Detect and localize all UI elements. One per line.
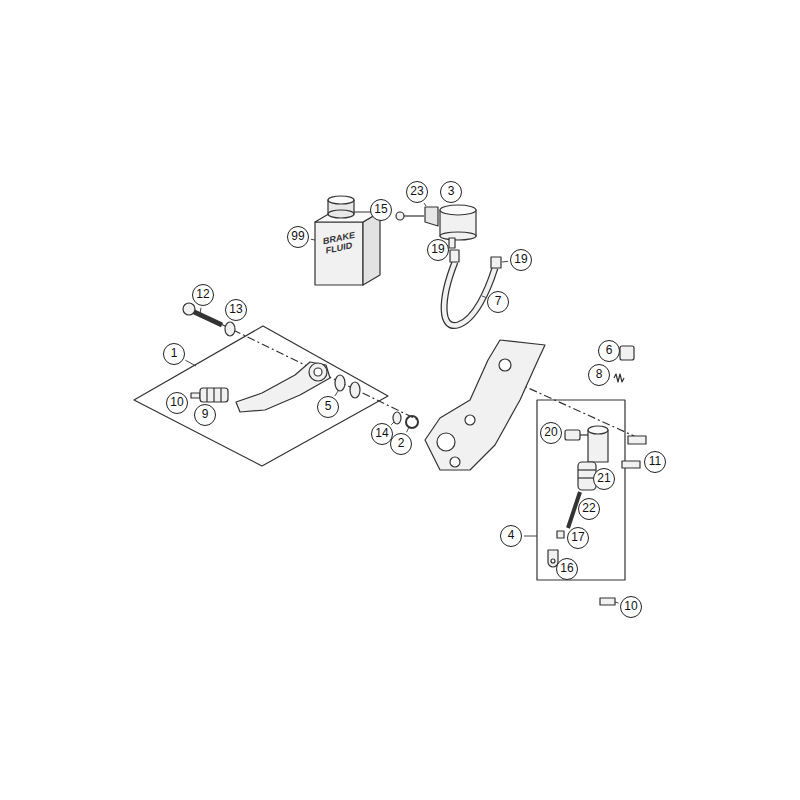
fluid-reservoir-part <box>425 207 438 226</box>
callout-number: 23 <box>406 181 428 203</box>
footrest-bracket-part <box>499 359 511 371</box>
callout-number: 9 <box>194 404 216 426</box>
callout-number: 10 <box>620 596 642 618</box>
callout-number: 13 <box>225 299 247 321</box>
brake-pedal-part <box>236 362 330 412</box>
brake-pedal-part <box>213 388 214 402</box>
master-cylinder-part <box>588 430 608 462</box>
master-cylinder-part <box>614 374 624 382</box>
brake-pedal-part <box>183 303 195 315</box>
brake-pedal-part <box>406 416 418 428</box>
master-cylinder-part <box>588 426 608 434</box>
callout-number: 10 <box>166 392 188 414</box>
master-cylinder-part <box>557 531 564 538</box>
product-label: BRAKE FLUID <box>317 228 361 258</box>
master-cylinder-part <box>628 436 646 444</box>
leader-line <box>391 422 394 425</box>
footrest-bracket-part <box>450 457 460 467</box>
footrest-bracket-part <box>465 415 475 425</box>
fluid-can-part <box>363 212 380 285</box>
fluid-can-part <box>328 196 354 204</box>
leader-line <box>615 602 619 603</box>
footrest-bracket-part <box>425 340 545 470</box>
master-cylinder-part <box>565 430 580 440</box>
callout-number: 20 <box>540 422 562 444</box>
leader-line <box>424 203 426 206</box>
callout-number: 19 <box>510 249 532 271</box>
master-cylinder <box>548 346 646 605</box>
brake-hose-part <box>444 262 495 326</box>
leader-line <box>311 239 315 241</box>
leader-line <box>200 308 202 314</box>
master-cylinder-part <box>622 461 640 468</box>
callout-number: 19 <box>427 239 449 261</box>
callout-number: 12 <box>192 284 214 306</box>
brake-pedal-part <box>225 322 235 336</box>
brake-pedal-part <box>190 310 222 325</box>
brake-pedal-part <box>309 363 327 381</box>
brake-pedal-part <box>191 393 200 398</box>
brake-pedal-part <box>220 388 221 402</box>
brake-pedal <box>183 303 418 428</box>
axis-line <box>515 382 645 441</box>
callout-number: 5 <box>317 396 339 418</box>
footrest-bracket-part <box>437 433 455 451</box>
brake-pedal-part <box>206 388 207 402</box>
callout-number: 4 <box>500 525 522 547</box>
callout-number: 15 <box>370 199 392 221</box>
group-frame <box>537 400 625 580</box>
callout-number: 21 <box>593 468 615 490</box>
master-cylinder-part <box>620 346 634 360</box>
callout-number: 17 <box>567 527 589 549</box>
master-cylinder-part <box>551 559 555 563</box>
fluid-can-part <box>315 222 363 285</box>
brake-hose-part <box>444 262 495 326</box>
leader-line <box>502 261 508 263</box>
callout-number: 8 <box>588 364 610 386</box>
fluid-reservoir-part <box>440 232 476 240</box>
leader-line <box>482 296 486 297</box>
brake-pedal-part <box>335 375 345 391</box>
fluid-reservoir-part <box>440 205 476 215</box>
callout-number: 3 <box>440 181 462 203</box>
brake-pedal-part <box>314 368 322 376</box>
callout-number: 6 <box>598 340 620 362</box>
callout-number: 7 <box>487 291 509 313</box>
axis-line <box>190 309 420 421</box>
callout-number: 22 <box>578 498 600 520</box>
leader-line <box>524 536 537 537</box>
master-cylinder-part <box>580 434 588 435</box>
footrest-bracket <box>425 340 545 470</box>
fluid-reservoir-part <box>396 212 404 220</box>
brake-hose <box>444 250 501 326</box>
master-cylinder-part <box>578 469 596 470</box>
leader-lines <box>185 203 618 603</box>
fluid-reservoir-part <box>449 238 455 248</box>
callout-number: 1 <box>163 343 185 365</box>
leader-line <box>335 391 338 396</box>
leader-line <box>185 360 196 366</box>
fluid-can-part <box>328 210 354 218</box>
callout-number: 11 <box>644 451 666 473</box>
callout-number: 99 <box>287 226 309 248</box>
brake-pedal-part <box>350 382 360 398</box>
callout-number: 16 <box>556 558 578 580</box>
master-cylinder-part <box>600 598 615 605</box>
brake-hose-part <box>450 250 459 262</box>
brake-pedal-part <box>200 388 228 402</box>
fluid-reservoir-part <box>404 215 424 216</box>
group-frame <box>134 326 388 466</box>
callout-number: 2 <box>390 433 412 455</box>
leader-line <box>407 427 409 432</box>
brake-hose-part <box>491 257 501 268</box>
